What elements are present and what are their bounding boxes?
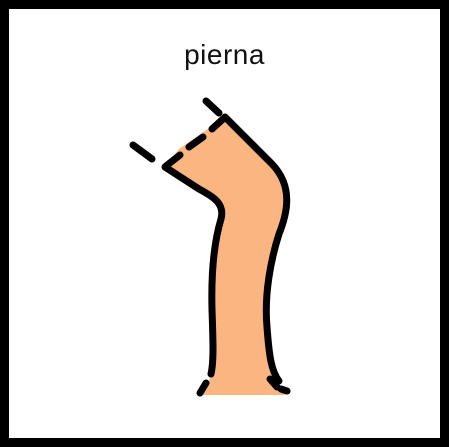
pictogram-card: pierna xyxy=(9,9,440,438)
cut-line-top xyxy=(129,97,227,170)
pictogram-label: pierna xyxy=(184,39,265,70)
leg-outline-left xyxy=(161,163,226,378)
leg-icon xyxy=(129,97,291,397)
leg-outline-right xyxy=(221,113,291,385)
cut-line-bottom-left xyxy=(196,379,210,397)
cut-line-bottom-right xyxy=(266,375,291,395)
